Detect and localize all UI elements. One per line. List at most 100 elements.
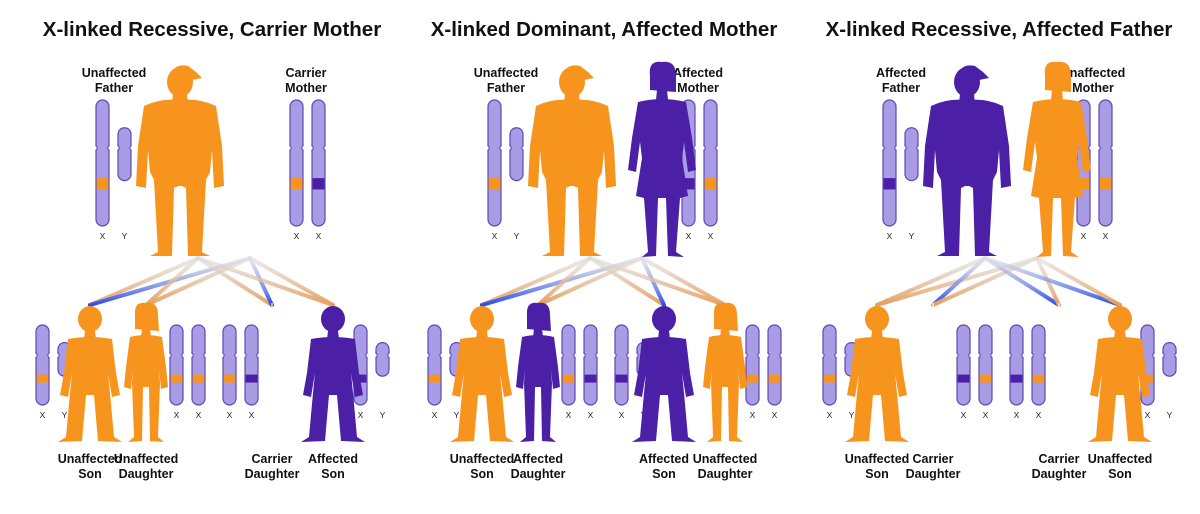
inheritance-lines — [875, 256, 1122, 307]
child-label-1-line-2: Son — [78, 467, 102, 481]
centromere-left — [289, 144, 292, 152]
centromere-right — [1174, 351, 1177, 359]
parent-label-right-line-1: Unaffected — [1061, 66, 1126, 80]
gene-band-purple — [312, 178, 325, 190]
gene-band-orange — [96, 178, 109, 190]
father-silhouette — [136, 65, 224, 256]
child-label-4-line-1: Unaffected — [1088, 452, 1153, 466]
chromosome-body — [978, 324, 993, 406]
chromosome-body — [169, 324, 184, 406]
chromosome-x-second — [767, 324, 782, 406]
centromere-left — [561, 352, 564, 359]
centromere-left — [904, 144, 907, 152]
child-label-3-line-2: Son — [652, 467, 676, 481]
centromere-right — [129, 144, 132, 152]
chromosome-x — [95, 99, 110, 227]
gene-band-purple — [1010, 374, 1023, 383]
inheritance-line — [88, 256, 200, 307]
chromosome-label: X — [358, 410, 364, 420]
parent-label-left-line-2: Father — [487, 81, 525, 95]
chromosome-body — [1162, 342, 1177, 377]
chromosome-x — [822, 324, 837, 406]
chromosome-body — [289, 99, 304, 227]
child-label-2-line-2: Daughter — [511, 467, 566, 481]
parent-label-right-line-1: Affected — [673, 66, 723, 80]
centromere-left — [583, 352, 586, 359]
chromosome-label: X — [1036, 410, 1042, 420]
gene-band-purple — [682, 178, 695, 190]
chromosome-label: X — [249, 410, 255, 420]
inheritance-line — [931, 256, 1039, 307]
father-silhouette — [528, 65, 616, 256]
panel-title: X-linked Recessive, Affected Father — [826, 18, 1173, 41]
child-label-4-line-1: Unaffected — [693, 452, 758, 466]
chromosome-x-second — [1031, 324, 1046, 406]
chromosome-body — [614, 324, 629, 406]
centromere-left — [1162, 351, 1165, 359]
chromosome-x — [1009, 324, 1024, 406]
centromere-right — [256, 352, 259, 359]
chromosome-label: Y — [380, 410, 386, 420]
centromere-right — [387, 351, 390, 359]
child-label-3-line-1: Carrier — [252, 452, 293, 466]
gene-band-orange — [1032, 374, 1045, 383]
chromosome-label: Y — [1167, 410, 1173, 420]
centromere-left — [703, 144, 706, 152]
gene-band-purple — [883, 178, 896, 190]
chromosome-body — [956, 324, 971, 406]
inheritance-line — [536, 256, 644, 307]
gene-band-orange — [1077, 178, 1090, 190]
child-label-3-line-2: Daughter — [1032, 467, 1087, 481]
chromosome-label: X — [750, 410, 756, 420]
chromosome-label: X — [316, 231, 322, 241]
child-label-1-line-1: Unaffected — [450, 452, 515, 466]
gene-band-orange — [562, 374, 575, 383]
chromosome-body — [822, 324, 837, 406]
centromere-left — [956, 352, 959, 359]
centromere-right — [521, 144, 524, 152]
chromosome-body — [311, 99, 326, 227]
centromere-right — [715, 144, 718, 152]
child-label-2-line-1: Unaffected — [114, 452, 179, 466]
centromere-right — [234, 352, 237, 359]
child-label-4-line-2: Daughter — [698, 467, 753, 481]
inheritance-line — [588, 256, 727, 307]
centromere-left — [509, 144, 512, 152]
centromere-left — [244, 352, 247, 359]
centromere-left — [882, 144, 885, 152]
gene-band-orange — [704, 178, 717, 190]
parent-label-right-line-1: Carrier — [286, 66, 327, 80]
parent-label-left-line-2: Father — [95, 81, 133, 95]
centromere-left — [822, 352, 825, 359]
child-label-2-line-1: Carrier — [913, 452, 954, 466]
inheritance-lines — [480, 256, 727, 307]
chromosome-x — [561, 324, 576, 406]
chromosome-x — [882, 99, 897, 227]
father-silhouette — [923, 65, 1011, 256]
chromosome-label: X — [566, 410, 572, 420]
chromosome-label: X — [619, 410, 625, 420]
centromere-left — [978, 352, 981, 359]
centromere-right — [1152, 352, 1155, 359]
centromere-right — [990, 352, 993, 359]
child-label-1-line-1: Unaffected — [845, 452, 910, 466]
chromosome-body — [1031, 324, 1046, 406]
chromosome-x — [956, 324, 971, 406]
inheritance-line — [640, 256, 727, 307]
chromosome-x-second — [583, 324, 598, 406]
child-label-4-line-2: Son — [1108, 467, 1132, 481]
gene-band-orange — [170, 374, 183, 383]
centromere-left — [35, 352, 38, 359]
centromere-left — [636, 351, 639, 359]
centromere-right — [47, 352, 50, 359]
chromosome-label: X — [686, 231, 692, 241]
